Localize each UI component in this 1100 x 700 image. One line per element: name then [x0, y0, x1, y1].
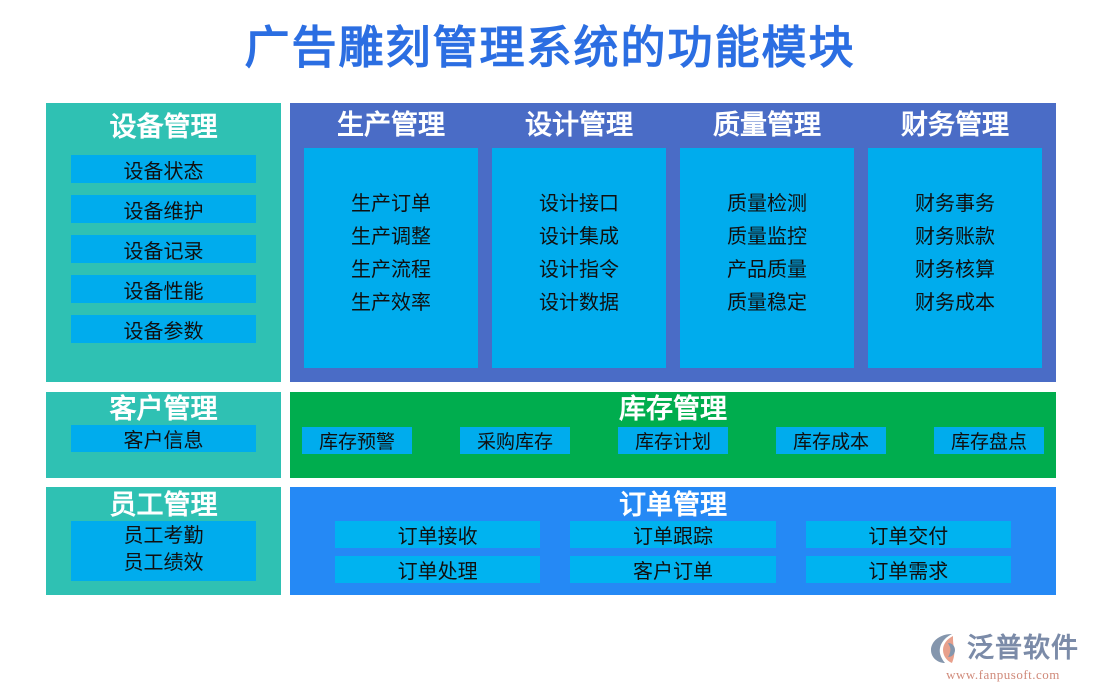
finance-item-list: 财务事务 财务账款 财务核算 财务成本	[868, 148, 1042, 368]
module-column-design: 设计管理 设计接口 设计集成 设计指令 设计数据	[492, 111, 666, 368]
finance-item-accounting[interactable]: 财务核算	[915, 258, 995, 281]
quality-item-list: 质量检测 质量监控 产品质量 质量稳定	[680, 148, 854, 368]
brand-name: 泛普软件	[967, 632, 1079, 663]
equipment-item-maintenance[interactable]: 设备维护	[71, 195, 256, 224]
employee-item-list: 员工考勤 员工绩效	[71, 521, 256, 582]
order-item-customer-order[interactable]: 客户订单	[570, 556, 776, 584]
equipment-panel-title: 设备管理	[109, 112, 218, 142]
employee-management-panel: 员工管理 员工考勤 员工绩效	[46, 487, 281, 595]
design-item-list: 设计接口 设计集成 设计指令 设计数据	[492, 148, 666, 368]
finance-item-cost[interactable]: 财务成本	[915, 291, 995, 314]
module-column-quality: 质量管理 质量检测 质量监控 产品质量 质量稳定	[680, 111, 854, 368]
module-column-finance: 财务管理 财务事务 财务账款 财务核算 财务成本	[868, 111, 1042, 368]
design-item-integration[interactable]: 设计集成	[539, 225, 619, 248]
quality-item-monitoring[interactable]: 质量监控	[727, 225, 807, 248]
production-item-efficiency[interactable]: 生产效率	[351, 291, 431, 314]
production-column-title: 生产管理	[337, 110, 445, 140]
order-panel-title: 订单管理	[619, 490, 727, 520]
inventory-item-plan[interactable]: 库存计划	[618, 427, 728, 455]
employee-panel-title: 员工管理	[109, 490, 218, 520]
equipment-item-record[interactable]: 设备记录	[71, 235, 256, 264]
inventory-item-list: 库存预警 采购库存 库存计划 库存成本 库存盘点	[290, 423, 1056, 455]
design-item-instruction[interactable]: 设计指令	[539, 258, 619, 281]
order-item-delivery[interactable]: 订单交付	[805, 521, 1011, 549]
core-modules-panel: 生产管理 生产订单 生产调整 生产流程 生产效率 设计管理 设计接口 设计集成 …	[290, 103, 1056, 382]
equipment-item-parameter[interactable]: 设备参数	[71, 315, 256, 344]
order-management-panel: 订单管理 订单接收 订单跟踪 订单交付 订单处理 客户订单 订单需求	[290, 487, 1056, 595]
equipment-management-panel: 设备管理 设备状态 设备维护 设备记录 设备性能 设备参数	[46, 103, 281, 382]
page-title: 广告雕刻管理系统的功能模块	[244, 23, 856, 73]
fanpu-swoosh-icon	[928, 631, 962, 665]
finance-item-affairs[interactable]: 财务事务	[915, 192, 995, 215]
production-item-order[interactable]: 生产订单	[351, 192, 431, 215]
inventory-item-purchase[interactable]: 采购库存	[460, 427, 570, 455]
quality-item-stability[interactable]: 质量稳定	[727, 291, 807, 314]
order-item-requirement[interactable]: 订单需求	[805, 556, 1011, 584]
finance-item-accounts[interactable]: 财务账款	[915, 225, 995, 248]
inventory-panel-title: 库存管理	[619, 394, 727, 424]
quality-item-inspection[interactable]: 质量检测	[727, 192, 807, 215]
equipment-item-performance[interactable]: 设备性能	[71, 275, 256, 304]
order-item-list: 订单接收 订单跟踪 订单交付 订单处理 客户订单 订单需求	[290, 519, 1056, 584]
customer-panel-title: 客户管理	[109, 394, 218, 424]
brand-url: www.fanpusoft.com	[946, 667, 1060, 682]
employee-item-performance[interactable]: 员工绩效	[123, 552, 204, 575]
equipment-item-status[interactable]: 设备状态	[71, 155, 256, 184]
order-item-tracking[interactable]: 订单跟踪	[570, 521, 776, 549]
design-column-title: 设计管理	[525, 110, 633, 140]
customer-management-panel: 客户管理 客户信息	[46, 392, 281, 478]
design-item-interface[interactable]: 设计接口	[539, 192, 619, 215]
module-column-production: 生产管理 生产订单 生产调整 生产流程 生产效率	[304, 111, 478, 368]
brand-logo: 泛普软件 www.fanpusoft.com	[928, 630, 1078, 686]
employee-item-attendance[interactable]: 员工考勤	[123, 525, 204, 548]
inventory-management-panel: 库存管理 库存预警 采购库存 库存计划 库存成本 库存盘点	[290, 392, 1056, 478]
equipment-item-list: 设备状态 设备维护 设备记录 设备性能 设备参数	[46, 155, 281, 344]
order-item-receive[interactable]: 订单接收	[335, 521, 541, 549]
production-item-process[interactable]: 生产流程	[351, 258, 431, 281]
quality-item-product-quality[interactable]: 产品质量	[727, 258, 807, 281]
finance-column-title: 财务管理	[901, 110, 1009, 140]
production-item-list: 生产订单 生产调整 生产流程 生产效率	[304, 148, 478, 368]
customer-item-info[interactable]: 客户信息	[71, 425, 256, 453]
order-item-processing[interactable]: 订单处理	[335, 556, 541, 584]
inventory-item-warning[interactable]: 库存预警	[302, 427, 412, 455]
inventory-item-cost[interactable]: 库存成本	[776, 427, 886, 455]
production-item-adjustment[interactable]: 生产调整	[351, 225, 431, 248]
quality-column-title: 质量管理	[713, 110, 821, 140]
inventory-item-stocktaking[interactable]: 库存盘点	[934, 427, 1044, 455]
design-item-data[interactable]: 设计数据	[539, 291, 619, 314]
